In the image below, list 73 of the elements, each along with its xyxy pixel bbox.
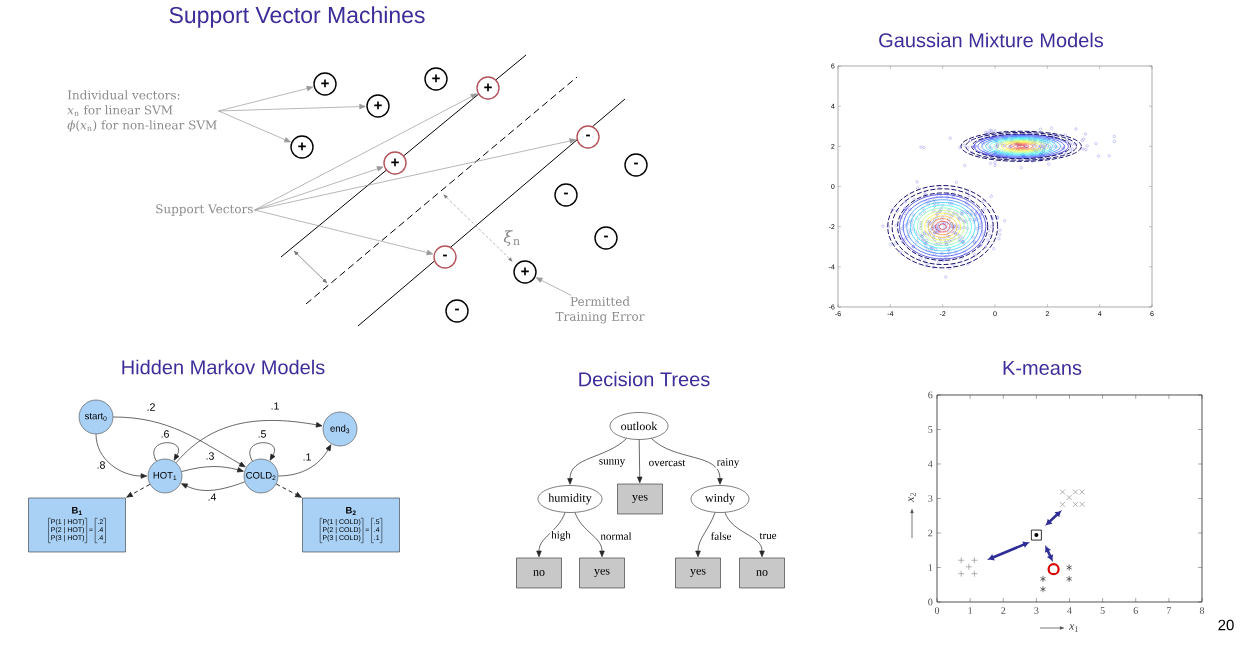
- tick-label: 3: [928, 495, 933, 502]
- edge-label: .8: [95, 460, 107, 470]
- edge-label: .6: [159, 429, 171, 439]
- edge-label: high: [550, 530, 572, 542]
- arrow: [153, 442, 180, 462]
- arrow: [218, 110, 291, 143]
- tick-label: 7: [1167, 607, 1172, 614]
- tick-label: 6: [1133, 607, 1138, 614]
- edge-label: rainy: [715, 457, 741, 469]
- tick-label: 8: [1199, 607, 1205, 614]
- edge-label: overcast: [647, 458, 687, 468]
- arrow: [695, 512, 716, 558]
- page-number: 20: [1218, 619, 1234, 631]
- panel-title: Support Vector Machines: [169, 6, 425, 28]
- arrow: [249, 442, 276, 462]
- tick-label: 2: [1001, 607, 1006, 614]
- arrow: [126, 483, 151, 498]
- annotation-text: Support Vectors: [156, 204, 253, 216]
- arrow: [254, 209, 434, 256]
- arrow: [724, 512, 765, 558]
- tick-label: 0: [928, 598, 933, 606]
- edge-label: .2: [145, 402, 157, 412]
- arrow: [254, 166, 384, 211]
- edge-label: normal: [599, 531, 633, 541]
- arrow: [254, 93, 478, 211]
- arrow: [175, 420, 323, 464]
- arrow: [567, 438, 627, 485]
- leaf-box: no: [739, 557, 785, 589]
- arrow: [277, 444, 332, 477]
- arrow: [218, 103, 366, 112]
- arrow: [535, 277, 572, 296]
- tick-label: 5: [928, 426, 933, 433]
- panel-title: Gaussian Mixture Models: [879, 32, 1104, 48]
- panel-title: Decision Trees: [579, 371, 710, 387]
- tick-label: 1: [928, 564, 933, 571]
- arrow: [112, 416, 246, 468]
- dimension-label: ξ$_{n}$: [503, 230, 520, 246]
- edge-label: .4: [206, 492, 218, 502]
- arrow: [218, 85, 314, 112]
- edge-label: false: [709, 531, 733, 541]
- edge-label: sunny: [597, 458, 627, 468]
- annotation-text: Permitted Training Error: [555, 296, 645, 324]
- leaf-box: yes: [617, 483, 663, 515]
- tick-label: 0: [934, 607, 940, 614]
- tick-label: 2: [928, 529, 933, 537]
- arrow: [651, 438, 723, 485]
- arrow: [181, 466, 244, 473]
- arrow: [574, 512, 605, 558]
- tick-label: 4: [928, 460, 933, 468]
- arrow: [95, 433, 148, 479]
- tick-label: 3: [1034, 607, 1039, 614]
- panel-title: K-means: [1003, 361, 1082, 375]
- arrow: [254, 138, 576, 211]
- leaf-box: yes: [675, 557, 721, 589]
- leaf-box: yes: [579, 557, 625, 589]
- edge-label: .3: [204, 451, 216, 461]
- axis-label: x$_{2}$: [908, 493, 916, 503]
- edge-label: .1: [301, 452, 313, 462]
- tick-label: 1: [968, 607, 973, 614]
- edge-label: .1: [269, 401, 281, 411]
- tick-label: 6: [928, 391, 933, 399]
- edge-label: .5: [256, 429, 268, 439]
- tick-label: 4: [1067, 607, 1072, 614]
- arrow: [275, 483, 302, 498]
- edge-label: true: [758, 531, 778, 541]
- tick-label: 5: [1100, 607, 1105, 614]
- arrow: [181, 481, 246, 491]
- leaf-box: no: [516, 557, 562, 589]
- arrow: [536, 512, 566, 558]
- panel-title: Hidden Markov Models: [122, 359, 325, 375]
- annotation-text: Individual vectors: x$_{n}$ for linear SVM ϕ(x$_{n}$) for non-linear SVM: [67, 90, 217, 132]
- axis-label: x$_{1}$: [1068, 624, 1078, 632]
- arrow: [637, 439, 643, 484]
